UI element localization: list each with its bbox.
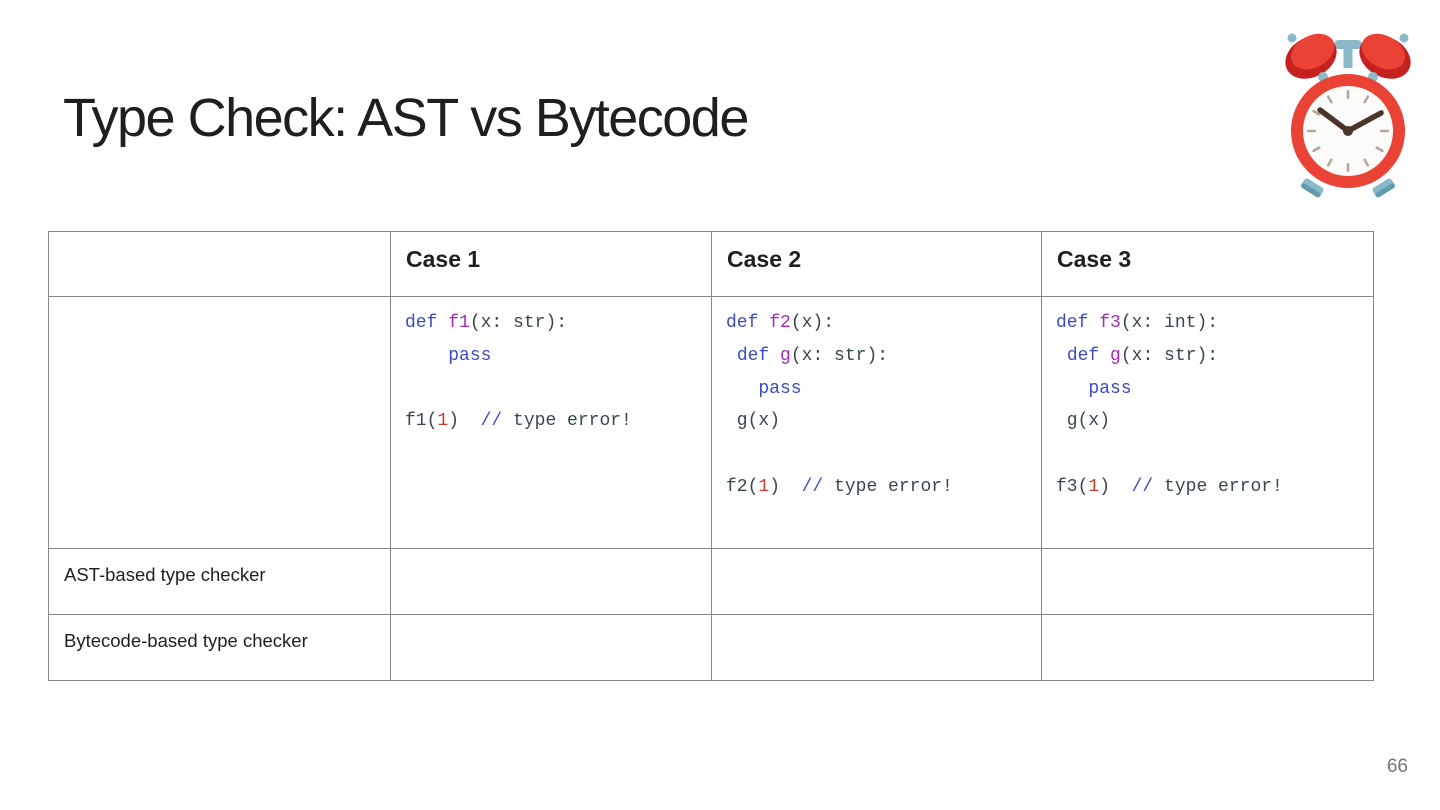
result-cell-ast-case-2 — [711, 548, 1042, 615]
code-line: def f2(x): — [726, 313, 835, 333]
alarm-clock-emoji — [1285, 33, 1411, 198]
code-line: g(x) — [1056, 411, 1111, 432]
code-line — [405, 373, 711, 406]
result-cell-bytecode-case-1 — [390, 614, 712, 681]
clock-bell-right — [1359, 33, 1411, 79]
code-line: f2(1) // type error! — [726, 476, 953, 497]
header-case-1: Case 1 — [390, 231, 712, 297]
code-row-spacer-cell — [48, 296, 391, 549]
bytecode-checker-row: Bytecode-based type checker — [48, 614, 1374, 681]
code-line — [726, 438, 1041, 471]
result-cell-bytecode-case-2 — [711, 614, 1042, 681]
clock-hour-hand — [1317, 107, 1351, 134]
row-label-bytecode-checker: Bytecode-based type checker — [48, 614, 391, 681]
result-cell-ast-case-3 — [1041, 548, 1374, 615]
clock-foot-right — [1372, 178, 1395, 198]
code-line: def f1(x: str): — [405, 313, 568, 333]
code-line: f3(1) // type error! — [1056, 476, 1283, 497]
code-line: pass — [448, 345, 492, 366]
code-line: g(x) — [726, 411, 781, 432]
slide-title: Type Check: AST vs Bytecode — [63, 88, 749, 148]
clock-foot-left — [1301, 178, 1324, 198]
header-spacer-cell — [48, 231, 391, 297]
code-cell-case-1: def f1(x: str): pass f1(1) // type error… — [390, 296, 712, 549]
header-case-3: Case 3 — [1041, 231, 1374, 297]
result-cell-ast-case-1 — [390, 548, 712, 615]
clock-bell-left — [1285, 33, 1337, 79]
clock-minute-hand — [1345, 110, 1384, 134]
clock-bell-knob-right — [1399, 33, 1409, 43]
row-label-ast-checker: AST-based type checker — [48, 548, 391, 615]
code-line: def f3(x: int): — [1056, 313, 1219, 333]
clock-bell-knob-left — [1287, 33, 1297, 43]
code-line: def g(x: str): — [1066, 345, 1219, 366]
table-header-row: Case 1 Case 2 Case 3 — [48, 231, 1374, 297]
code-cell-case-2: def f2(x): def g(x: str): pass g(x) f2(1… — [711, 296, 1042, 549]
code-line — [1056, 438, 1373, 471]
code-line: def g(x: str): — [736, 345, 889, 366]
comparison-table: Case 1 Case 2 Case 3 def f1(x: str): pas… — [48, 231, 1374, 681]
code-row: def f1(x: str): pass f1(1) // type error… — [48, 296, 1374, 549]
page-number: 66 — [1386, 756, 1408, 777]
header-case-2: Case 2 — [711, 231, 1042, 297]
clock-handle — [1334, 40, 1362, 49]
result-cell-bytecode-case-3 — [1041, 614, 1374, 681]
code-cell-case-3: def f3(x: int): def g(x: str): pass g(x)… — [1041, 296, 1374, 549]
code-line: pass — [1088, 378, 1132, 399]
code-line: pass — [758, 378, 802, 399]
ast-checker-row: AST-based type checker — [48, 548, 1374, 615]
code-line: f1(1) // type error! — [405, 411, 632, 432]
